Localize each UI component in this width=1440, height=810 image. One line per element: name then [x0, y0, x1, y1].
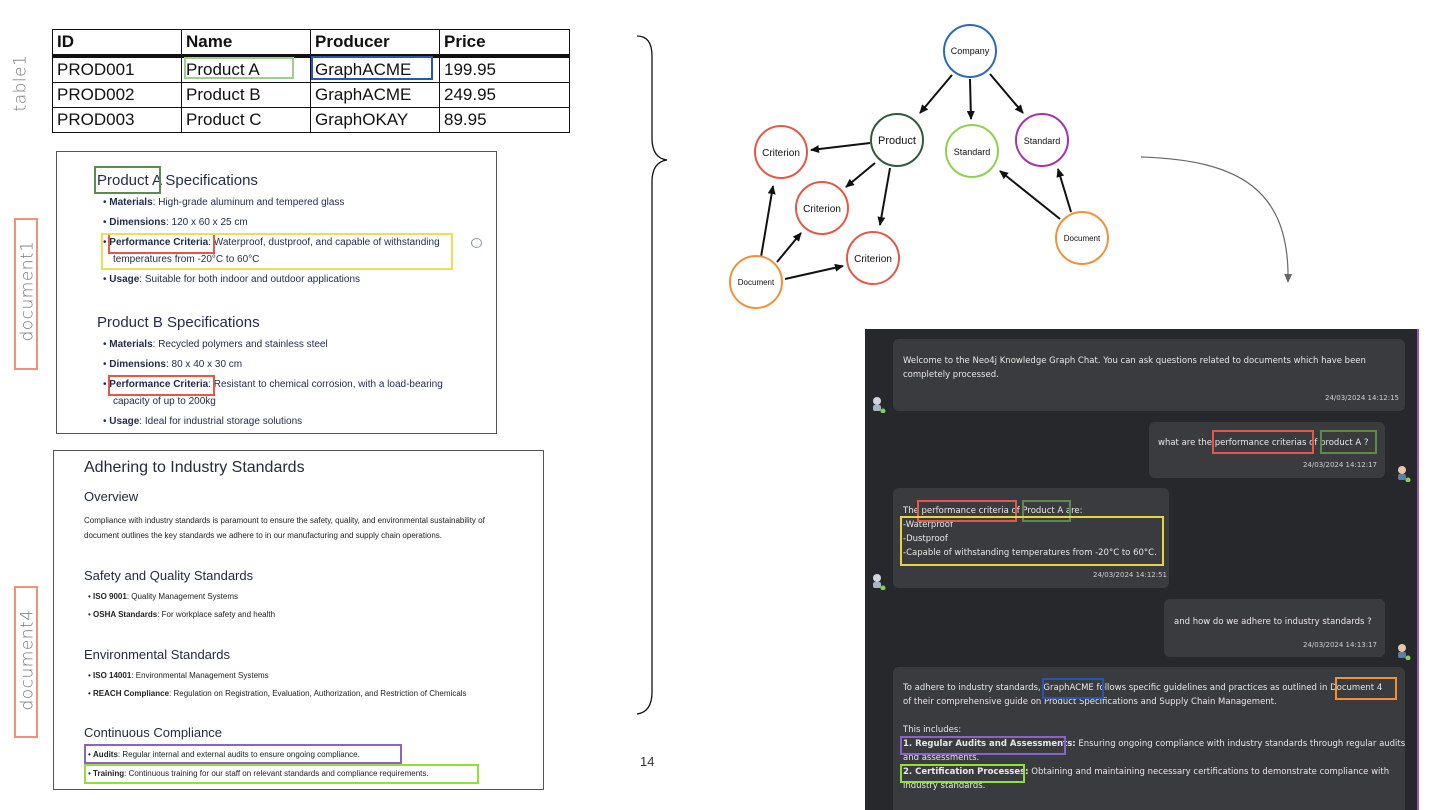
cell: PROD002: [52, 82, 182, 108]
cell: Product B: [181, 82, 311, 108]
timestamp: 24/03/2024 14:13:17: [1302, 641, 1377, 649]
list-item: • REACH Compliance: Regulation on Regist…: [88, 689, 467, 698]
col-name: Name: [181, 29, 311, 58]
node-criterion-3: [846, 231, 900, 285]
edge-product-criterion2: [845, 162, 876, 188]
node-product: [870, 113, 924, 167]
timestamp: 24/03/2024 14:12:15: [1324, 394, 1399, 402]
list-item: capacity of up to 200kg: [113, 396, 216, 407]
node-label-product: Product: [878, 135, 916, 147]
edge-document-criterion2: [776, 232, 802, 263]
product-a-title: Product A Specifications: [97, 172, 258, 189]
node-standard-1: [945, 124, 999, 178]
timestamp: 24/03/2024 14:12:17: [1302, 461, 1377, 469]
list-item: • Performance Criteria: Resistant to che…: [103, 379, 443, 390]
list-item: • ISO 14001: Environmental Management Sy…: [88, 671, 269, 680]
overview-text-2: document outlines the key standards we a…: [84, 531, 442, 540]
page-number: 14: [640, 754, 655, 769]
safety-heading: Safety and Quality Standards: [84, 568, 254, 583]
table-row: PROD002 Product B GraphACME 249.95: [52, 82, 570, 108]
curved-arrow: [1140, 156, 1293, 283]
edge-company-standard1: [966, 78, 975, 120]
node-label-company: Company: [951, 46, 990, 56]
user-avatar-icon: [1395, 642, 1411, 661]
table-row: PROD003 Product C GraphOKAY 89.95: [52, 107, 570, 133]
bot-avatar-icon: [870, 395, 886, 414]
cell: 249.95: [439, 82, 570, 108]
list-item: • Materials: High-grade aluminum and tem…: [103, 197, 345, 208]
continuous-heading: Continuous Compliance: [84, 725, 223, 740]
document1-label-box: [14, 218, 38, 370]
cell: 199.95: [439, 55, 570, 83]
node-label-criterion-1: Criterion: [762, 148, 800, 159]
list-item: • Dimensions: 80 x 40 x 30 cm: [103, 359, 243, 370]
document4-panel: Adhering to Industry Standards Overview …: [53, 450, 544, 790]
node-label-standard-1: Standard: [954, 147, 991, 157]
col-id: ID: [52, 29, 182, 58]
list-item: • ISO 9001: Quality Management Systems: [88, 592, 238, 601]
list-item: • Dimensions: 120 x 60 x 25 cm: [103, 217, 248, 228]
timestamp: 24/03/2024 14:12:51: [1093, 571, 1168, 579]
list-item: • Usage: Suitable for both indoor and ou…: [103, 274, 361, 285]
list-item: • OSHA Standards: For workplace safety a…: [88, 610, 276, 619]
list-item: temperatures from -20°C to 60°C: [113, 254, 260, 265]
doc4-title: Adhering to Industry Standards: [84, 459, 305, 476]
node-label-standard-2: Standard: [1024, 136, 1061, 146]
edge-product-criterion3: [877, 167, 891, 226]
node-standard-2: [1015, 113, 1069, 167]
edge-product-criterion1: [810, 142, 871, 154]
edge-document2-standard1: [999, 170, 1061, 220]
edge-document-criterion1: [760, 185, 776, 258]
products-table: ID Name Producer Price PROD001 Product A…: [52, 29, 570, 133]
product-b-title: Product B Specifications: [97, 314, 260, 331]
node-criterion-2: [795, 181, 849, 235]
cell: Product C: [181, 107, 311, 133]
cell: PROD001: [52, 55, 182, 83]
document4-label-box: [14, 586, 38, 738]
edge-company-standard2: [989, 73, 1024, 114]
overview-text-1: Compliance with industry standards is pa…: [84, 516, 485, 525]
bot-avatar-icon: [870, 572, 886, 591]
user-avatar-icon: [1395, 464, 1411, 483]
list-item: • Training: Continuous training for our …: [88, 769, 429, 778]
cell: GraphOKAY: [310, 107, 440, 133]
cell: GraphACME: [310, 82, 440, 108]
chat-window: Welcome to the Neo4j Knowledge Graph Cha…: [865, 329, 1419, 810]
curly-brace: [636, 35, 668, 715]
node-label-document-2: Document: [1064, 234, 1101, 243]
cell: PROD003: [52, 107, 182, 133]
col-price: Price: [439, 29, 570, 58]
list-item: • Usage: Ideal for industrial storage so…: [103, 416, 303, 427]
node-label-criterion-2: Criterion: [803, 204, 841, 215]
node-label-document-1: Document: [738, 278, 775, 287]
list-item: • Materials: Recycled polymers and stain…: [103, 339, 328, 350]
list-item: • Performance Criteria: Waterproof, dust…: [103, 237, 440, 248]
edge-document2-standard2: [1056, 168, 1072, 213]
edge-document-criterion3: [784, 263, 844, 280]
bot-message-2: The performance criteria of Product A ar…: [893, 488, 1169, 588]
user-message-1: what are the performance criterias of pr…: [1149, 422, 1385, 478]
node-document-1: [729, 255, 783, 309]
env-heading: Environmental Standards: [84, 647, 230, 662]
node-label-criterion-3: Criterion: [854, 254, 892, 265]
cell: 89.95: [439, 107, 570, 133]
edge-company-product: [919, 74, 953, 114]
bot-message-3: To adhere to industry standards, GraphAC…: [893, 667, 1405, 810]
list-item: • Audits: Regular internal and external …: [88, 750, 360, 759]
overview-heading: Overview: [84, 489, 139, 504]
node-company: [943, 24, 997, 78]
col-producer: Producer: [310, 29, 440, 58]
node-document-2: [1055, 211, 1109, 265]
node-criterion-1: [754, 125, 808, 179]
comment-icon[interactable]: [471, 238, 482, 248]
bot-message-1: Welcome to the Neo4j Knowledge Graph Cha…: [893, 339, 1405, 411]
user-message-2: and how do we adhere to industry standar…: [1164, 599, 1385, 657]
